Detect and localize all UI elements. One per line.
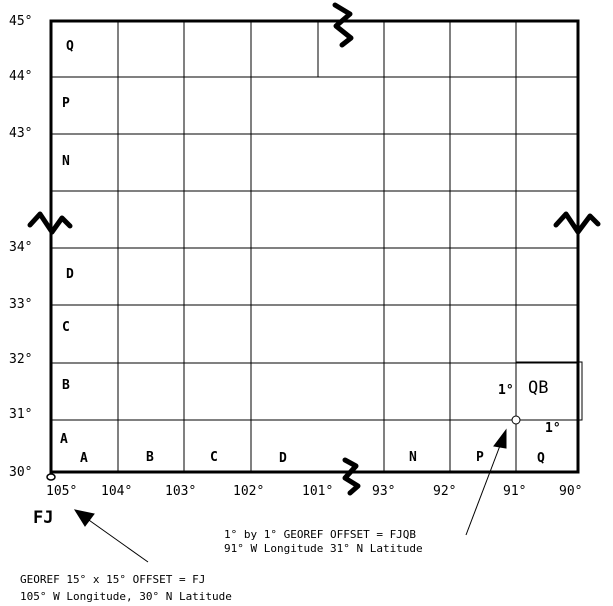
big-square-label: FJ (33, 508, 53, 528)
callout-offset-line2: 91° W Longitude 31° N Latitude (224, 542, 423, 555)
row-letter: Q (66, 39, 74, 54)
row-letter: C (62, 320, 70, 335)
row-letter: B (62, 378, 70, 393)
lat-label: 30° (9, 465, 32, 480)
lat-label: 33° (9, 297, 32, 312)
row-letter: A (60, 432, 68, 447)
break-marker-left (27, 211, 73, 235)
lon-label: 103° (165, 484, 196, 499)
arrow-line-offset (465, 442, 502, 536)
col-letter: A (80, 451, 88, 466)
callout-offset: 1° by 1° GEOREF OFFSET = FJQB 91° W Long… (224, 528, 423, 555)
col-letter: P (476, 450, 484, 465)
offset-origin-marker (511, 415, 521, 425)
grid-horizontal-lines (51, 76, 578, 421)
column-letters: A B C D N P Q (80, 450, 545, 466)
lon-label: 102° (233, 484, 264, 499)
callout-offset-line1: 1° by 1° GEOREF OFFSET = FJQB (224, 528, 416, 541)
grid-vertical-lines (117, 21, 517, 472)
arrow-head-offset (493, 428, 507, 449)
lon-label: 105° (46, 484, 77, 499)
callout-georef-line1: GEOREF 15° x 15° OFFSET = FJ (20, 573, 205, 586)
lat-label: 32° (9, 352, 32, 367)
col-letter: N (409, 450, 417, 465)
longitude-labels: 105° 104° 103° 102° 101° 93° 92° 91° 90° (46, 484, 582, 499)
break-marker-right (553, 211, 601, 235)
callout-georef: GEOREF 15° x 15° OFFSET = FJ 105° W Long… (20, 573, 232, 603)
lat-label: 44° (9, 69, 32, 84)
lat-label: 34° (9, 240, 32, 255)
lon-label: 92° (433, 484, 456, 499)
arrow-line-georef (85, 517, 149, 563)
offset-square-label: QB (528, 378, 548, 398)
row-letter: N (62, 154, 70, 169)
break-markers (27, 2, 601, 496)
lon-label: 101° (302, 484, 333, 499)
offset-unit-bottom-label: 1° (545, 421, 561, 436)
lat-label: 31° (9, 407, 32, 422)
lon-label: 91° (503, 484, 526, 499)
callout-georef-line2: 105° W Longitude, 30° N Latitude (20, 590, 232, 603)
callout-arrows (73, 428, 507, 563)
break-marker-top (332, 2, 354, 48)
lon-label: 90° (559, 484, 582, 499)
arrow-head-georef (73, 509, 95, 527)
grid-frame (49, 19, 580, 474)
latitude-labels: 45° 44° 43° 34° 33° 32° 31° 30° (9, 14, 32, 480)
col-letter: C (210, 450, 218, 465)
lat-label: 45° (9, 14, 32, 29)
lat-label: 43° (9, 126, 32, 141)
row-letter: D (66, 267, 74, 282)
row-letter: P (62, 96, 70, 111)
break-marker-bottom (342, 457, 361, 496)
lon-label: 93° (372, 484, 395, 499)
lon-label: 104° (101, 484, 132, 499)
col-letter: D (279, 451, 287, 466)
col-letter: B (146, 450, 154, 465)
col-letter: Q (537, 451, 545, 466)
grid-origin-marker (46, 473, 56, 481)
offset-unit-right-label: 1° (498, 383, 514, 398)
row-letters: Q P N D C B A (60, 39, 74, 447)
offset-square-qb (515, 361, 583, 421)
